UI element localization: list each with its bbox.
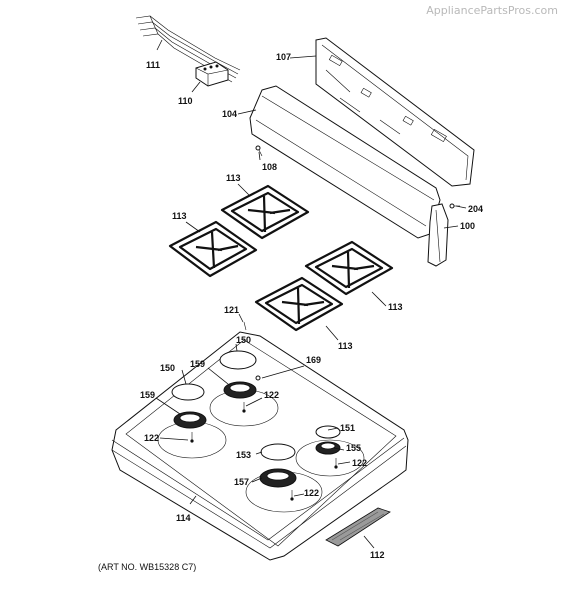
grate-front-left bbox=[168, 220, 258, 278]
insulation-strip-part bbox=[325, 507, 391, 547]
leader-lines bbox=[155, 39, 467, 549]
callout-122-right: 122 bbox=[352, 458, 367, 468]
callout-104: 104 bbox=[222, 109, 237, 119]
callout-121: 121 bbox=[224, 305, 239, 315]
callout-113-rear-left: 113 bbox=[226, 173, 241, 183]
callout-114: 114 bbox=[176, 513, 191, 523]
callout-112: 112 bbox=[370, 550, 385, 560]
callout-113-front-left: 113 bbox=[172, 211, 187, 221]
screw-204-part bbox=[449, 203, 460, 209]
screw-169-part bbox=[255, 375, 261, 381]
art-number: (ART NO. WB15328 C7) bbox=[98, 562, 197, 572]
clip-121-part bbox=[243, 321, 247, 331]
burner-head-159-front bbox=[173, 411, 207, 429]
switch-block-part bbox=[195, 61, 229, 87]
grate-rear-right bbox=[304, 240, 394, 296]
callout-122-front: 122 bbox=[144, 433, 159, 443]
callout-151: 151 bbox=[340, 423, 355, 433]
callout-110: 110 bbox=[178, 96, 193, 106]
callout-159-rear: 159 bbox=[190, 359, 205, 369]
callout-113-rear-right: 113 bbox=[388, 302, 403, 312]
callout-157: 157 bbox=[234, 477, 249, 487]
callout-113-front-right: 113 bbox=[338, 341, 353, 351]
callout-111: 111 bbox=[146, 60, 160, 70]
grate-rear-left bbox=[220, 184, 310, 240]
callout-122-rear: 122 bbox=[264, 390, 279, 400]
screw-108-part bbox=[255, 145, 263, 157]
callout-108: 108 bbox=[262, 162, 277, 172]
burner-head-155 bbox=[315, 441, 341, 455]
callout-155: 155 bbox=[346, 443, 361, 453]
callout-169: 169 bbox=[306, 355, 321, 365]
callout-150-front: 150 bbox=[160, 363, 175, 373]
watermark: AppliancePartsPros.com bbox=[426, 4, 558, 17]
burner-head-159-rear bbox=[223, 381, 257, 399]
callout-159-front: 159 bbox=[140, 390, 155, 400]
callout-122-center: 122 bbox=[304, 488, 319, 498]
igniter-122-parts bbox=[190, 402, 338, 501]
grate-front-right bbox=[254, 276, 344, 332]
callout-107: 107 bbox=[276, 52, 291, 62]
backsplash-rear-panel-part bbox=[315, 37, 475, 187]
burner-head-157 bbox=[259, 468, 297, 488]
burner-cap-150-rear bbox=[219, 350, 257, 370]
callout-150-rear: 150 bbox=[236, 335, 251, 345]
callout-100: 100 bbox=[460, 221, 475, 231]
burner-cap-151 bbox=[315, 425, 341, 439]
burner-cap-153 bbox=[260, 443, 296, 461]
end-cap-part bbox=[427, 203, 449, 267]
callout-153: 153 bbox=[236, 450, 251, 460]
callout-204: 204 bbox=[468, 204, 483, 214]
burner-cap-150-front bbox=[171, 383, 205, 401]
